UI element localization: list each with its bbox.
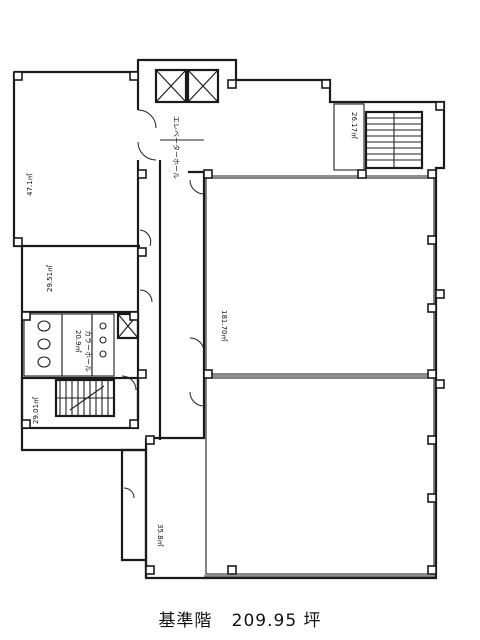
stair-left	[20, 376, 140, 430]
caption-gap	[212, 611, 231, 631]
floor-caption: 基準階 209.95 坪	[0, 606, 480, 631]
label-large-office: 181.70㎡	[220, 310, 228, 342]
floor-area: 209.95	[231, 611, 298, 631]
floor-plan: 47.1㎡ エレベーターホール 29.51㎡ 26.17㎡ 181.70㎡ カラ…	[12, 58, 446, 580]
large-office-area	[205, 177, 435, 575]
label-mid-left-room: 29.51㎡	[46, 265, 54, 292]
label-bottom-small-room: 35.8㎡	[156, 524, 164, 547]
stair-top-right	[333, 103, 424, 171]
structural-columns	[13, 71, 445, 575]
label-top-left-room: 47.1㎡	[26, 173, 34, 196]
elevator-shafts	[116, 68, 220, 340]
floor-name: 基準階	[158, 611, 213, 631]
corridor-walls	[146, 139, 436, 577]
label-stair-top-right: 26.17㎡	[350, 112, 358, 139]
label-stair-left-room: 29.01㎡	[32, 397, 40, 424]
room-labels: 47.1㎡ エレベーターホール 29.51㎡ 26.17㎡ 181.70㎡ カラ…	[26, 112, 358, 547]
area-unit: 坪	[303, 611, 322, 631]
label-wc-area: 20.9㎡	[74, 330, 82, 353]
label-bath-unit: カラーホール	[84, 330, 92, 372]
outer-walls	[12, 58, 446, 580]
label-elevator-hall: エレベーターホール	[172, 116, 181, 179]
restroom-area	[23, 313, 115, 377]
door-swings	[121, 109, 205, 499]
